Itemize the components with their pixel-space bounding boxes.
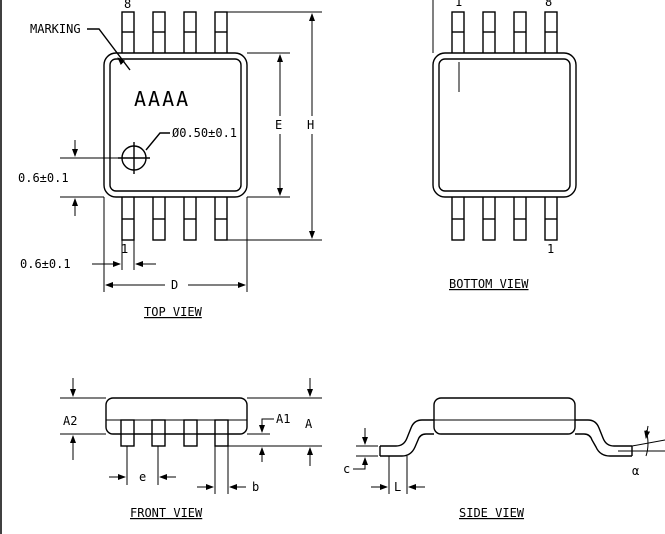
- marking-text: AAAA: [134, 87, 190, 111]
- marking-label: MARKING: [30, 22, 81, 36]
- side-view-right-lead: [575, 419, 632, 447]
- front-view: [60, 378, 322, 494]
- marking-leader: [87, 28, 131, 71]
- dimension-L: L: [394, 480, 401, 494]
- dimension-A1: A1: [276, 412, 290, 426]
- top-view: [60, 11, 322, 292]
- top-view-bottom-pins: [121, 195, 228, 241]
- pin8-top-label: 8: [124, 0, 131, 11]
- top-view-top-pins: [121, 11, 228, 55]
- dimension-H: H: [307, 118, 314, 132]
- dimension-c: c: [343, 462, 350, 476]
- pin1-label: 1: [121, 242, 128, 256]
- top-view-body: [103, 52, 248, 198]
- side-view-body: [433, 397, 576, 435]
- dimension-A: A: [305, 417, 313, 431]
- dimension-D: D: [171, 278, 178, 292]
- dimension-b: b: [252, 480, 259, 494]
- front-view-pins: [120, 419, 229, 447]
- side-view: [353, 397, 665, 494]
- front-view-title: FRONT VIEW: [130, 506, 203, 520]
- bottom-view-pin8-label: 8: [545, 0, 552, 9]
- side-view-left-lead: [380, 419, 434, 447]
- top-view-title: TOP VIEW: [144, 305, 203, 319]
- bottom-view-pin1-label: 1: [547, 242, 554, 256]
- bottom-view: [432, 0, 577, 241]
- bottom-view-body-inner: [438, 58, 571, 192]
- bottom-view-corner-mark: 1: [455, 0, 462, 9]
- dimension-alpha: α: [632, 464, 639, 478]
- bottom-view-bottom-pins: [451, 195, 558, 241]
- side-view-title: SIDE VIEW: [459, 506, 525, 520]
- dimension-E: E: [275, 118, 282, 132]
- dimension-e: e: [139, 470, 146, 484]
- bottom-view-top-pins: [451, 11, 558, 55]
- pin-offset-dimension: 0.6±0.1: [20, 257, 71, 271]
- hole-offset-dimension: 0.6±0.1: [18, 171, 69, 185]
- hole-leader: [145, 132, 170, 151]
- top-view-body-inner: [109, 58, 242, 192]
- hole-dimension: Ø0.50±0.1: [172, 126, 237, 140]
- bottom-view-body: [432, 52, 577, 198]
- front-view-body: [105, 397, 248, 435]
- bottom-view-title: BOTTOM VIEW: [449, 277, 529, 291]
- dimension-A2: A2: [63, 414, 77, 428]
